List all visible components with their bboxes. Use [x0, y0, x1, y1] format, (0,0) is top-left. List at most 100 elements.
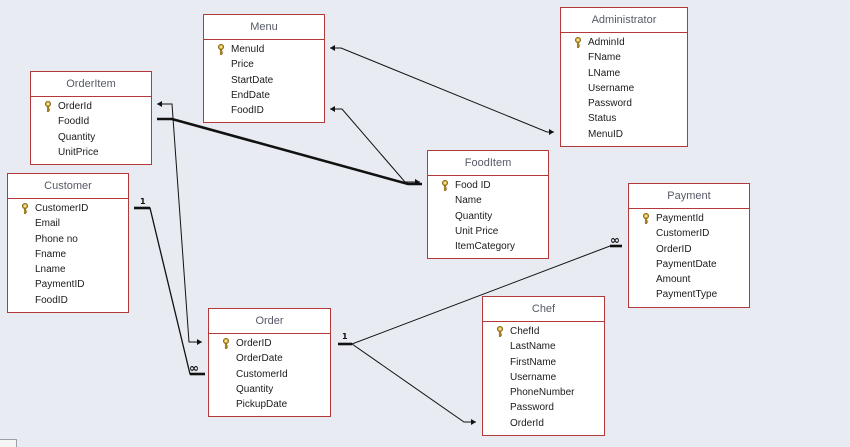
arrow-head: [197, 339, 202, 345]
relationship-customer-order[interactable]: [134, 207, 205, 375]
field-name: EndDate: [231, 89, 270, 101]
scrollbar-corner[interactable]: [0, 439, 17, 447]
table-title[interactable]: OrderItem: [31, 72, 151, 97]
table-field[interactable]: FoodID: [8, 293, 128, 308]
table-field[interactable]: Price: [204, 57, 324, 72]
table-title[interactable]: Menu: [204, 15, 324, 40]
primary-key-icon: [45, 101, 51, 112]
arrow-head: [549, 129, 554, 135]
cardinality-many-label: ∞: [189, 361, 199, 375]
primary-key-icon: [442, 180, 448, 191]
table-field[interactable]: Name: [428, 193, 548, 208]
table-field[interactable]: UnitPrice: [31, 145, 151, 160]
table-title[interactable]: Customer: [8, 174, 128, 199]
primary-key-icon: [22, 203, 28, 214]
field-name: Fname: [35, 248, 67, 260]
field-name: StartDate: [231, 74, 274, 86]
primary-key-field[interactable]: ChefId: [483, 324, 604, 339]
relationship-orderitem-order[interactable]: [157, 103, 202, 343]
table-field[interactable]: PickupDate: [209, 397, 330, 412]
primary-key-field[interactable]: AdminId: [561, 35, 687, 50]
field-name: OrderID: [656, 243, 692, 255]
table-field[interactable]: CustomerId: [209, 367, 330, 382]
table-field[interactable]: LName: [561, 66, 687, 81]
table-field[interactable]: FoodId: [31, 114, 151, 129]
cardinality-one-label: 1: [140, 197, 146, 206]
table-field[interactable]: OrderDate: [209, 351, 330, 366]
table-field[interactable]: FirstName: [483, 355, 604, 370]
relationship-menu-fooditem[interactable]: [330, 108, 420, 183]
table-field[interactable]: CustomerID: [629, 226, 749, 241]
field-name: FoodId: [58, 116, 90, 128]
table-field[interactable]: Password: [483, 400, 604, 415]
table-field[interactable]: Quantity: [31, 130, 151, 145]
relationship-order-chef[interactable]: [338, 343, 476, 423]
table-field[interactable]: Password: [561, 96, 687, 111]
primary-key-icon: [575, 37, 581, 48]
table-field[interactable]: LastName: [483, 339, 604, 354]
primary-key-field[interactable]: CustomerID: [8, 201, 128, 216]
field-name: FoodID: [35, 294, 68, 306]
field-name: LName: [588, 67, 621, 79]
field-name: OrderDate: [236, 353, 283, 365]
field-name: AdminId: [588, 37, 625, 48]
primary-key-field[interactable]: OrderID: [209, 336, 330, 351]
table-field[interactable]: EndDate: [204, 88, 324, 103]
table-field[interactable]: FName: [561, 50, 687, 65]
field-name: Name: [455, 195, 482, 207]
table-field[interactable]: PaymentID: [8, 277, 128, 292]
table-field[interactable]: Quantity: [428, 209, 548, 224]
primary-key-field[interactable]: PaymentId: [629, 211, 749, 226]
table-field[interactable]: StartDate: [204, 73, 324, 88]
table-field[interactable]: Phone no: [8, 232, 128, 247]
table-field[interactable]: Amount: [629, 272, 749, 287]
table-field[interactable]: Status: [561, 111, 687, 126]
table-field[interactable]: MenuID: [561, 127, 687, 142]
table-title[interactable]: Chef: [483, 297, 604, 322]
table-field[interactable]: OrderId: [483, 416, 604, 431]
relationship-menu-administrator[interactable]: [330, 47, 554, 133]
table-title[interactable]: Payment: [629, 184, 749, 209]
primary-key-icon: [497, 326, 503, 337]
field-name: Username: [588, 82, 635, 94]
table-title[interactable]: Order: [209, 309, 330, 334]
primary-key-field[interactable]: OrderId: [31, 99, 151, 114]
primary-key-field[interactable]: MenuId: [204, 42, 324, 57]
table-field[interactable]: ItemCategory: [428, 239, 548, 254]
table-field[interactable]: OrderID: [629, 242, 749, 257]
table-field[interactable]: PhoneNumber: [483, 385, 604, 400]
field-name: OrderId: [510, 417, 544, 429]
table-field[interactable]: Fname: [8, 247, 128, 262]
table-field[interactable]: Lname: [8, 262, 128, 277]
table-field[interactable]: FoodID: [204, 103, 324, 118]
table-title[interactable]: FoodItem: [428, 151, 548, 176]
cardinality-one-label: 1: [342, 332, 348, 341]
primary-key-icon: [643, 213, 649, 224]
arrow-head: [471, 419, 476, 425]
field-name: PhoneNumber: [510, 387, 575, 399]
table-field[interactable]: Email: [8, 216, 128, 231]
primary-key-field[interactable]: Food ID: [428, 178, 548, 193]
arrow-head: [330, 45, 335, 51]
table-field[interactable]: Username: [561, 81, 687, 96]
table-field[interactable]: Quantity: [209, 382, 330, 397]
relationship-orderitem-fooditem[interactable]: [157, 117, 422, 186]
table-field[interactable]: PaymentDate: [629, 257, 749, 272]
table-field[interactable]: Unit Price: [428, 224, 548, 239]
cardinality-many-label: ∞: [610, 233, 620, 247]
table-title[interactable]: Administrator: [561, 8, 687, 33]
table-field[interactable]: Username: [483, 370, 604, 385]
field-name: Quantity: [236, 383, 274, 395]
table-field[interactable]: PaymentType: [629, 287, 749, 302]
